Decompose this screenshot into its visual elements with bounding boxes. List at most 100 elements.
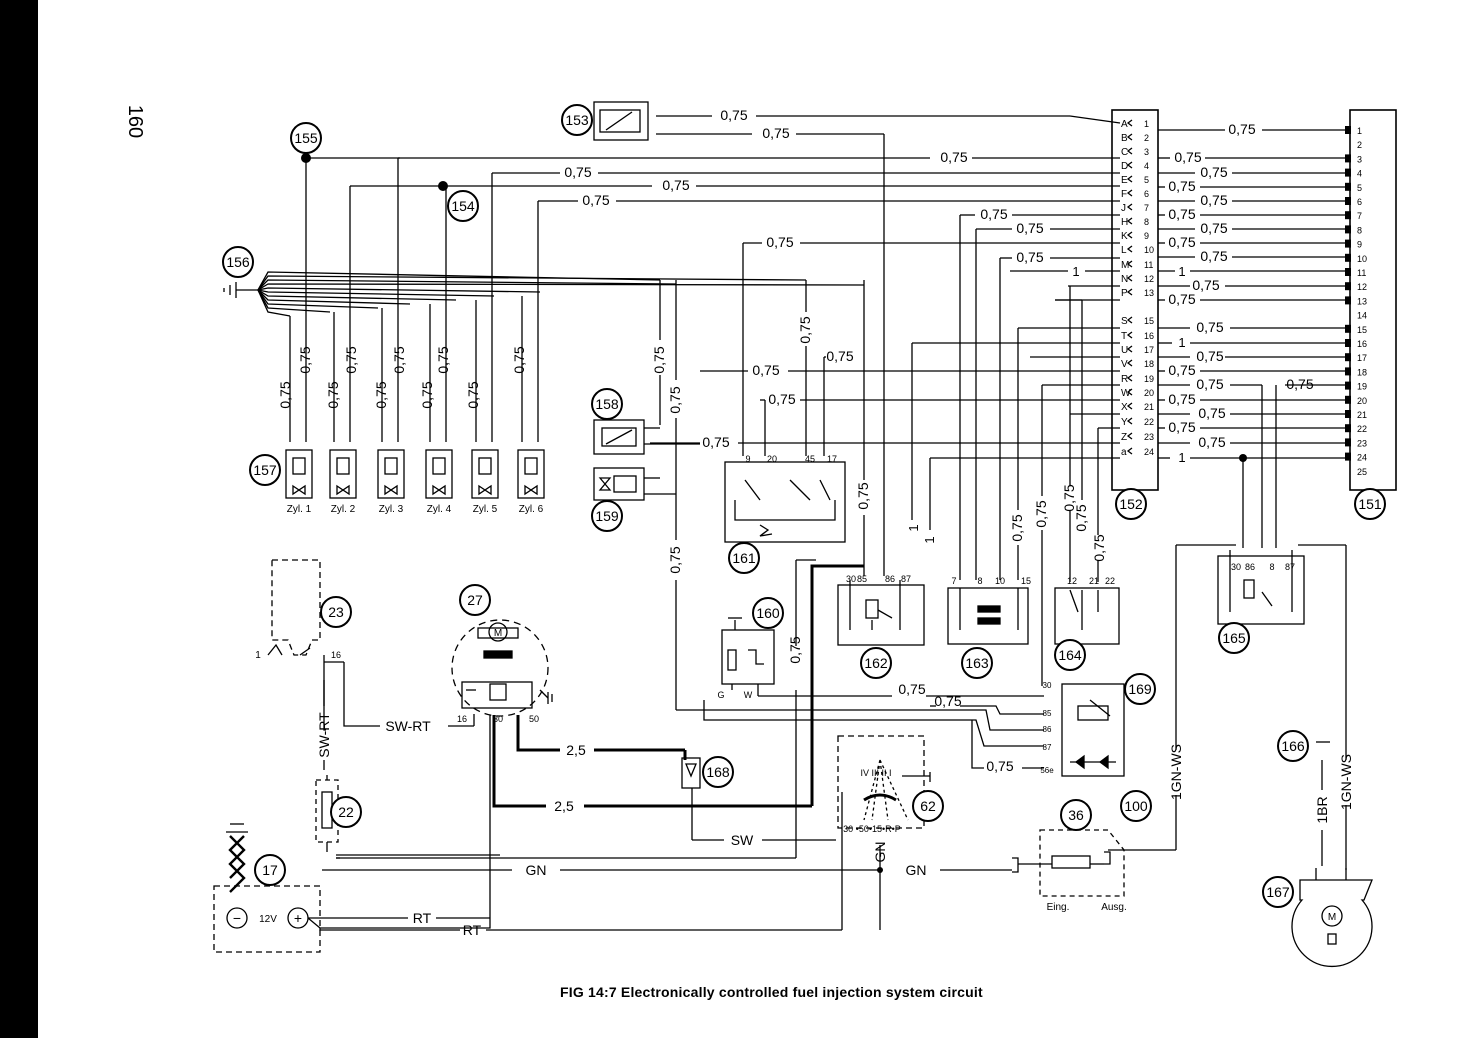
wire-label-rt: RT bbox=[413, 910, 432, 926]
wire-gauge-label: 0,75 bbox=[768, 391, 795, 407]
relay-165 bbox=[1217, 555, 1305, 625]
plug-152-terminal bbox=[1126, 274, 1133, 282]
plug-152-terminal bbox=[1126, 402, 1133, 410]
terminal-163: 10 bbox=[995, 576, 1005, 586]
plug-152-terminal bbox=[1126, 432, 1133, 440]
pump-motor-symbol: M bbox=[494, 628, 502, 639]
plug-152-terminal bbox=[1126, 374, 1133, 382]
plug-152-terminal bbox=[1126, 359, 1133, 367]
callout-number-22: 22 bbox=[338, 804, 354, 820]
plug-152-terminal bbox=[1126, 417, 1133, 425]
terminal-162: 30 bbox=[846, 574, 856, 584]
callout-circle-167 bbox=[1262, 876, 1294, 908]
wire-label-1: 1 bbox=[922, 536, 937, 543]
callout-number-156: 156 bbox=[226, 254, 250, 270]
plug-152-terminal bbox=[1126, 331, 1133, 339]
callout-number-166: 166 bbox=[1281, 738, 1305, 754]
plug-152-number: 3 bbox=[1144, 147, 1149, 157]
battery-voltage: 12V bbox=[259, 914, 277, 925]
wire-gauge-label: 0,75 bbox=[1198, 405, 1225, 421]
wire-gauge-label: 0,75 bbox=[1168, 291, 1195, 307]
injector-wires bbox=[289, 157, 540, 442]
plug-152-letter: S bbox=[1121, 316, 1128, 327]
terminal-169: 56e bbox=[1040, 766, 1054, 775]
wire-gauge-label: 0,75 bbox=[582, 192, 609, 208]
wire-gauge-label: 0,75 bbox=[1198, 434, 1225, 450]
wire-label-gn: GN bbox=[872, 842, 888, 863]
plug-152-number: 21 bbox=[1144, 402, 1154, 412]
terminal-23: 16 bbox=[331, 650, 341, 660]
injector-valve bbox=[384, 484, 398, 496]
callout-circle-168 bbox=[702, 756, 734, 788]
plug-151-terminal bbox=[1345, 253, 1351, 262]
plug-151-terminal bbox=[1345, 282, 1351, 291]
plug-151-terminal bbox=[1345, 410, 1351, 418]
plug-152-letter: H bbox=[1121, 217, 1128, 228]
callout-circle-161 bbox=[728, 542, 760, 574]
wire-gauge-label: 0,75 bbox=[435, 346, 451, 373]
wire-gauge-label: 0,75 bbox=[1168, 391, 1195, 407]
plug-152-terminal bbox=[1126, 217, 1133, 225]
plug-152-letter: K bbox=[1121, 231, 1128, 242]
wire-gauge-label: 0,75 bbox=[1168, 206, 1195, 222]
callout-circle-159 bbox=[591, 500, 623, 532]
terminal-160: W bbox=[744, 690, 753, 700]
relay-169 bbox=[1061, 683, 1125, 777]
terminal-165: 30 bbox=[1231, 562, 1241, 572]
callout-number-27: 27 bbox=[467, 592, 483, 608]
terminal-162: 85 bbox=[857, 574, 867, 584]
plug-152-number: 13 bbox=[1144, 288, 1154, 298]
plug-151-pin-label: 24 bbox=[1357, 453, 1367, 463]
plug-152-number: 19 bbox=[1144, 374, 1154, 384]
wire-gauge-label: 0,75 bbox=[1073, 504, 1089, 531]
injector-label: Zyl. 6 bbox=[519, 504, 544, 515]
wire-gauge-label: 0,75 bbox=[1200, 248, 1227, 264]
injector-label: Zyl. 2 bbox=[331, 504, 356, 515]
terminal-161: 45 bbox=[805, 454, 815, 464]
wire-label-gn-ws: 1GN-WS bbox=[1168, 744, 1184, 800]
terminal-169: 86 bbox=[1043, 725, 1052, 734]
plug-151-pin-label: 1 bbox=[1357, 126, 1362, 136]
unit-160 bbox=[721, 629, 775, 685]
plug-152-terminal bbox=[1126, 345, 1133, 353]
terminal-161: 20 bbox=[767, 454, 777, 464]
injector-valve bbox=[432, 484, 446, 496]
wire-label-gn: GN bbox=[526, 862, 547, 878]
plug-151-pin-label: 15 bbox=[1357, 325, 1367, 335]
callout-number-163: 163 bbox=[965, 655, 989, 671]
callout-number-23: 23 bbox=[328, 604, 344, 620]
link-wires-152-151 bbox=[1158, 129, 1345, 548]
wire-gauge-label: 0,75 bbox=[391, 346, 407, 373]
plug-152-letter: M bbox=[1121, 260, 1129, 271]
plug-152-letter: C bbox=[1121, 147, 1128, 158]
callout-circle-23 bbox=[320, 596, 352, 628]
wire-gauge-label: 0,75 bbox=[1200, 220, 1227, 236]
wire-gauge-label: 0,75 bbox=[1009, 514, 1025, 541]
plug-151-pin-label: 19 bbox=[1357, 382, 1367, 392]
callout-number-165: 165 bbox=[1222, 630, 1246, 646]
sensor-158 bbox=[593, 419, 645, 455]
callout-number-155: 155 bbox=[294, 130, 318, 146]
plug-151-terminal bbox=[1345, 353, 1351, 362]
plug-152-number: 2 bbox=[1144, 133, 1149, 143]
wire-label-sw-rt: SW-RT bbox=[316, 712, 332, 758]
callout-circle-155 bbox=[290, 122, 322, 154]
plug-152-terminal bbox=[1126, 288, 1133, 296]
callout-circle-164 bbox=[1054, 639, 1086, 671]
plug-152-number: 7 bbox=[1144, 203, 1149, 213]
callout-number-161: 161 bbox=[732, 550, 756, 566]
wire-label-gn-ws: 1GN-WS bbox=[1338, 754, 1354, 810]
wire-gauge-label: 0,75 bbox=[277, 381, 293, 408]
plug-151-terminal bbox=[1345, 168, 1351, 177]
wire-gauge-label: 0,75 bbox=[1200, 192, 1227, 208]
wire-gauge-label: 0,75 bbox=[1196, 348, 1223, 364]
plug-152-number: 17 bbox=[1144, 345, 1154, 355]
terminal-163: 8 bbox=[977, 576, 982, 586]
wire-gauge-label: 0,75 bbox=[898, 681, 925, 697]
wire-gauge-label: 0,75 bbox=[1196, 319, 1223, 335]
injector-body bbox=[425, 449, 453, 499]
plug-151-pin-label: 20 bbox=[1357, 396, 1367, 406]
callout-number-154: 154 bbox=[451, 198, 475, 214]
plug-152-number: 22 bbox=[1144, 417, 1154, 427]
plug-152-terminal bbox=[1126, 133, 1133, 141]
